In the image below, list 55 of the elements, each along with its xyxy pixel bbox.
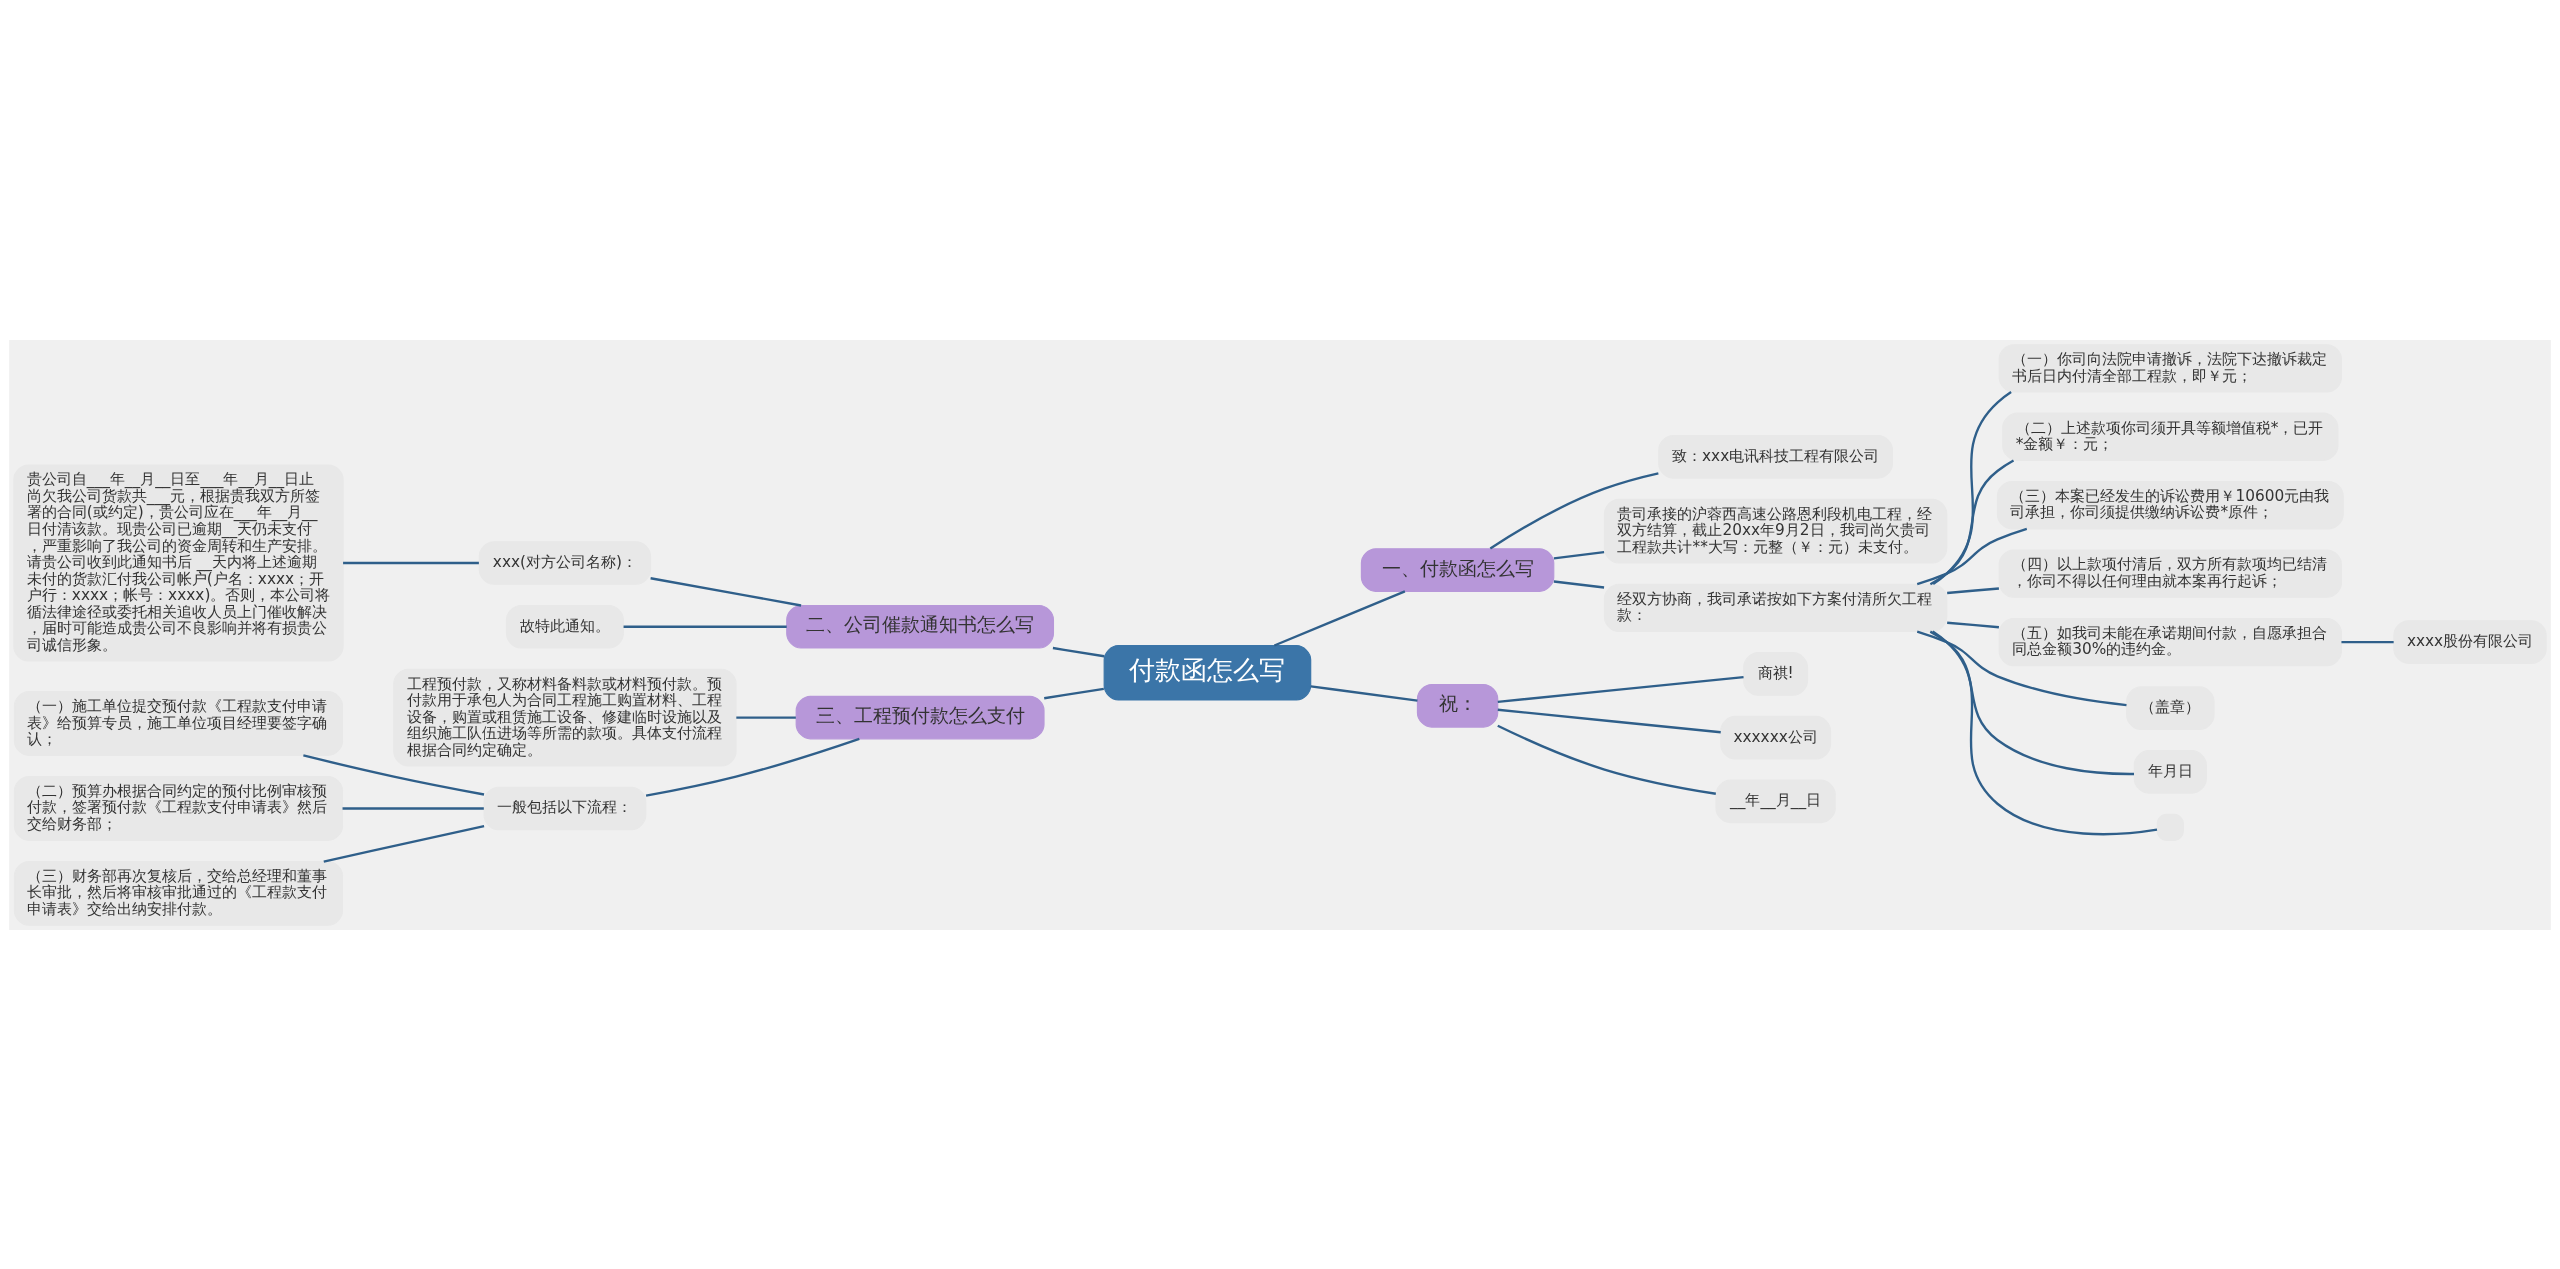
- connector: [645, 737, 860, 797]
- node-box: （盖章）: [2126, 685, 2215, 730]
- connector: [1947, 586, 2000, 594]
- node-box: （三）本案已经发生的诉讼费用￥10600元由我司承担，你司须提供缴纳诉讼费*原件；: [1996, 480, 2344, 529]
- node-box: （五）如我司未能在承诺期间付款，自愿承担合同总金额30%的违约金。: [1998, 617, 2342, 666]
- node-box: [2156, 813, 2184, 841]
- connector: [1916, 629, 2127, 706]
- node-box: （三）财务部再次复核后，交给总经理和董事长审批，然后将审核审批通过的《工程款支付申请表》交给出纳安排付款。: [13, 860, 344, 926]
- connector: [1553, 550, 1605, 560]
- node-box: __年__月__日: [1715, 779, 1836, 823]
- connector: [1310, 684, 1418, 702]
- connector: [1052, 646, 1105, 657]
- connector: [1489, 471, 1659, 549]
- connector: [1929, 459, 2015, 585]
- connector: [1553, 579, 1605, 589]
- node-box: 三、工程预付款怎么支付: [795, 695, 1045, 739]
- connector: [1044, 687, 1104, 699]
- node-box: 致：xxx电讯科技工程有限公司: [1658, 434, 1893, 479]
- node-box: 工程预付款，又称材料备料款或材料预付款。预付款用于承包人为合同工程施工购置材料、工程设备，购置或租赁施工设备、修建临时设施以及组织施工队伍进场等所需的款项。具体支付流程根据合同约定确定。: [393, 668, 737, 767]
- node-box: （二）预算办根据合同约定的预付比例审核预付款，签署预付款《工程款支付申请表》然后交给财务部；: [13, 775, 344, 841]
- node-box: （二）上述款项你司须开具等额增值税*，已开*金额￥：元；: [2002, 412, 2339, 461]
- node-box: xxxxxx公司: [1720, 715, 1832, 759]
- node-box: （一）你司向法院申请撤诉，法院下达撤诉裁定书后日内付清全部工程款，即￥元；: [1998, 343, 2342, 392]
- connector: [1947, 621, 2000, 628]
- connector: [323, 824, 485, 863]
- node-box: 商祺!: [1743, 651, 1809, 696]
- connector: [342, 806, 484, 810]
- connector: [1497, 675, 1744, 703]
- node-box: 年月日: [2133, 749, 2207, 794]
- connector: [1497, 708, 1721, 733]
- node-box: 贵公司自___年__月__日至___年__月__日止尚欠我公司货款共___元，根据贵我双方所签署的合同(或约定)，贵公司应在___年__月__日付清该款。现贵公司已逾期__天仍未支付，严重影响了我公司的资金周转和生产安排。请贵公司收到此通知书后 __天内将上述逾期未付的货款汇付我公司帐户(户名：xxxx；开户行：xxxx；帐号：xxxx)。否则，本公司将循法律途径或委托相关追收人员上门催收解决，届时可能造成贵公司不良影响并将有损贵公司诚信形象。: [13, 464, 344, 662]
- node-box: 一、付款函怎么写: [1360, 547, 1555, 592]
- connector: [650, 576, 802, 607]
- node-box: 祝：: [1416, 683, 1499, 728]
- connector: [1497, 724, 1716, 795]
- node-box: （一）施工单位提交预付款《工程款支付申请表》给预算专员，施工单位项目经理要签字确认；: [13, 690, 344, 756]
- node-box: 经双方协商，我司承诺按如下方案付清所欠工程款：: [1603, 583, 1948, 632]
- connector: [1916, 527, 2028, 585]
- node-box: xxxx股份有限公司: [2393, 619, 2547, 664]
- connector: [343, 561, 479, 564]
- node-box: 一般包括以下流程：: [483, 786, 647, 830]
- connector: [1929, 630, 2134, 775]
- connector: [2341, 640, 2394, 643]
- node-box: xxx(对方公司名称)：: [478, 540, 652, 585]
- connector: [623, 625, 787, 628]
- node-box: （四）以上款项付清后，双方所有款项均已结清，你司不得以任何理由就本案再行起诉；: [1998, 548, 2342, 598]
- node-box: 付款函怎么写: [1103, 644, 1312, 700]
- node-box: 贵司承接的沪蓉西高速公路恩利段机电工程，经双方结算，截止20xx年9月2日，我司尚欠贵司工程款共计**大写：元整（￥：元）未支付。: [1603, 498, 1948, 564]
- connector: [1932, 390, 2012, 585]
- connector: [1932, 629, 2158, 835]
- connector: [736, 715, 796, 719]
- connector: [303, 753, 485, 796]
- connector: [1273, 589, 1406, 647]
- node-box: 故特此通知。: [505, 604, 624, 649]
- node-box: 二、公司催款通知书怎么写: [786, 604, 1055, 649]
